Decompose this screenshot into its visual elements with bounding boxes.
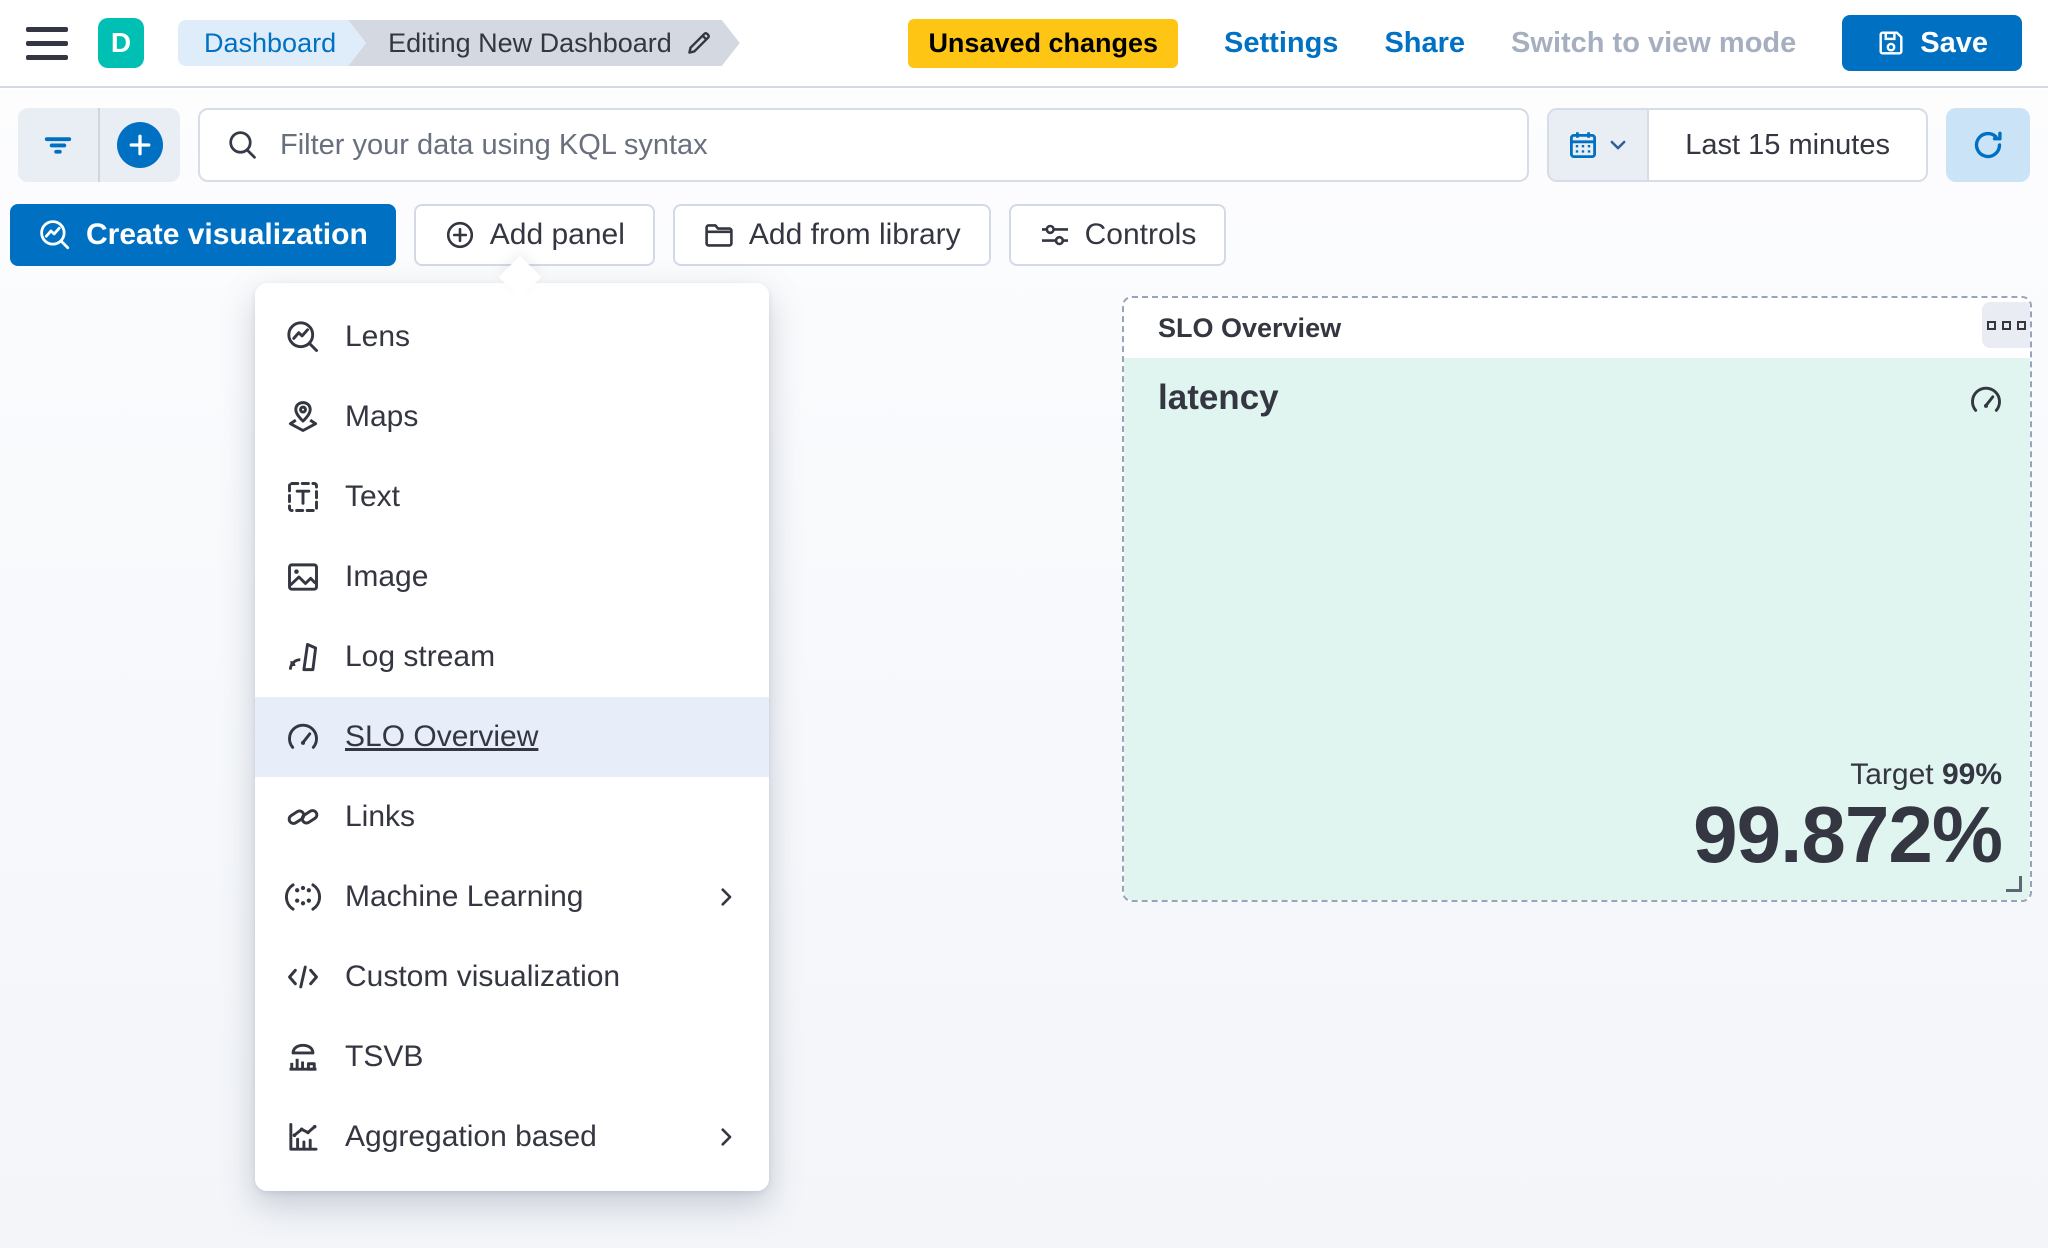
menu-item-log-stream[interactable]: Log stream — [255, 617, 769, 697]
add-filter-button[interactable] — [100, 108, 180, 182]
filter-button-group — [18, 108, 180, 182]
create-visualization-label: Create visualization — [86, 218, 368, 251]
breadcrumb: Dashboard Editing New Dashboard — [178, 20, 740, 66]
search-icon — [229, 131, 256, 159]
top-navigation-bar: D Dashboard Editing New Dashboard Unsave… — [0, 0, 2048, 88]
gauge-icon — [1971, 386, 2001, 412]
menu-item-lens[interactable]: Lens — [255, 297, 769, 377]
dashboard-canvas: Filter your data using KQL syntax Last 1… — [0, 90, 2048, 1248]
save-button-label: Save — [1920, 26, 1988, 59]
add-panel-menu: Lens Maps Text — [255, 283, 769, 1191]
panel-options-button[interactable] — [1982, 302, 2030, 348]
image-icon — [285, 559, 321, 595]
text-icon — [285, 479, 321, 515]
unsaved-changes-badge: Unsaved changes — [908, 18, 1179, 68]
plus-icon — [117, 122, 163, 168]
chevron-right-icon — [721, 1128, 732, 1146]
target-value: 99% — [1941, 757, 2002, 791]
main-menu-button[interactable] — [26, 26, 68, 60]
menu-item-label: Aggregation based — [345, 1120, 597, 1153]
menu-item-label: Machine Learning — [345, 880, 584, 913]
menu-item-label: Custom visualization — [345, 960, 621, 993]
menu-item-label: Log stream — [345, 640, 496, 673]
header-actions: Unsaved changes Settings Share Switch to… — [908, 15, 2022, 71]
chevron-right-icon — [721, 888, 732, 906]
create-visualization-button[interactable]: Create visualization — [10, 204, 396, 266]
space-logo[interactable]: D — [98, 18, 144, 68]
calendar-icon — [1570, 132, 1597, 159]
tsvb-icon — [285, 1039, 321, 1075]
slo-value: 99.872% — [1693, 789, 2003, 879]
search-placeholder: Filter your data using KQL syntax — [280, 128, 708, 161]
filter-options-button[interactable] — [18, 108, 98, 182]
chevron-down-icon — [1610, 140, 1626, 150]
menu-item-label: Links — [345, 800, 416, 833]
controls-button[interactable]: Controls — [1008, 204, 1227, 266]
edit-toolbar: Create visualization Add panel Add from … — [10, 204, 1227, 266]
breadcrumb-current-page[interactable]: Editing New Dashboard — [348, 20, 740, 66]
kql-search-input[interactable]: Filter your data using KQL syntax — [198, 108, 1530, 182]
slo-metric-values: Target 99% 99.872% — [1693, 757, 2003, 879]
share-link[interactable]: Share — [1384, 26, 1466, 59]
query-bar: Filter your data using KQL syntax Last 1… — [18, 108, 2030, 182]
lens-icon — [285, 319, 321, 355]
slo-metric-name: latency — [1158, 378, 1279, 417]
settings-link[interactable]: Settings — [1224, 26, 1339, 59]
date-picker: Last 15 minutes — [1547, 108, 1928, 182]
menu-item-custom-visualization[interactable]: Custom visualization — [255, 937, 769, 1017]
lens-icon — [40, 220, 70, 250]
menu-item-label: TSVB — [345, 1040, 424, 1073]
menu-item-maps[interactable]: Maps — [255, 377, 769, 457]
gauge-icon — [285, 719, 321, 755]
time-range-button[interactable]: Last 15 minutes — [1649, 110, 1926, 180]
panel-resize-handle[interactable] — [2006, 876, 2022, 892]
breadcrumb-dashboard[interactable]: Dashboard — [178, 20, 366, 66]
menu-item-machine-learning[interactable]: Machine Learning — [255, 857, 769, 937]
menu-item-label: Maps — [345, 400, 419, 433]
add-panel-button[interactable]: Add panel — [413, 204, 655, 266]
menu-item-links[interactable]: Links — [255, 777, 769, 857]
panel-header[interactable]: SLO Overview — [1124, 298, 2030, 358]
link-icon — [285, 799, 321, 835]
plus-circle-icon — [446, 221, 473, 249]
menu-item-text[interactable]: Text — [255, 457, 769, 537]
aggregation-icon — [285, 1119, 321, 1155]
menu-item-label: SLO Overview — [345, 720, 539, 753]
date-quick-select-button[interactable] — [1549, 110, 1650, 180]
button-group-divider — [98, 108, 100, 182]
add-from-library-button[interactable]: Add from library — [672, 204, 991, 266]
hamburger-icon — [26, 26, 68, 60]
boxes-horizontal-icon — [1986, 320, 2026, 330]
refresh-icon — [1974, 131, 2002, 159]
maps-icon — [285, 399, 321, 435]
save-icon — [1879, 31, 1903, 55]
switch-to-view-mode-link[interactable]: Switch to view mode — [1511, 26, 1797, 59]
controls-label: Controls — [1084, 218, 1197, 251]
slo-overview-panel: SLO Overview latency Target 99% 99.872% — [1122, 296, 2032, 902]
log-stream-icon — [285, 639, 321, 675]
machine-learning-icon — [285, 879, 321, 915]
menu-item-slo-overview[interactable]: SLO Overview — [255, 697, 769, 777]
menu-item-label: Image — [345, 560, 429, 593]
menu-item-tsvb[interactable]: TSVB — [255, 1017, 769, 1097]
target-label: Target — [1850, 757, 1934, 791]
panel-title: SLO Overview — [1158, 312, 1342, 343]
save-button[interactable]: Save — [1842, 15, 2022, 71]
slo-metric-body: latency Target 99% 99.872% — [1124, 358, 2030, 900]
sliders-icon — [1041, 224, 1068, 246]
add-from-library-label: Add from library — [748, 218, 961, 251]
code-icon — [285, 959, 321, 995]
add-panel-label: Add panel — [489, 218, 625, 251]
menu-item-aggregation-based[interactable]: Aggregation based — [255, 1097, 769, 1177]
menu-item-label: Lens — [345, 320, 411, 353]
menu-item-image[interactable]: Image — [255, 537, 769, 617]
breadcrumb-current-label: Editing New Dashboard — [388, 27, 672, 58]
menu-item-label: Text — [345, 480, 401, 513]
pencil-icon — [684, 28, 714, 58]
refresh-button[interactable] — [1946, 108, 2030, 182]
folder-icon — [705, 224, 733, 247]
filter-icon — [44, 137, 72, 154]
